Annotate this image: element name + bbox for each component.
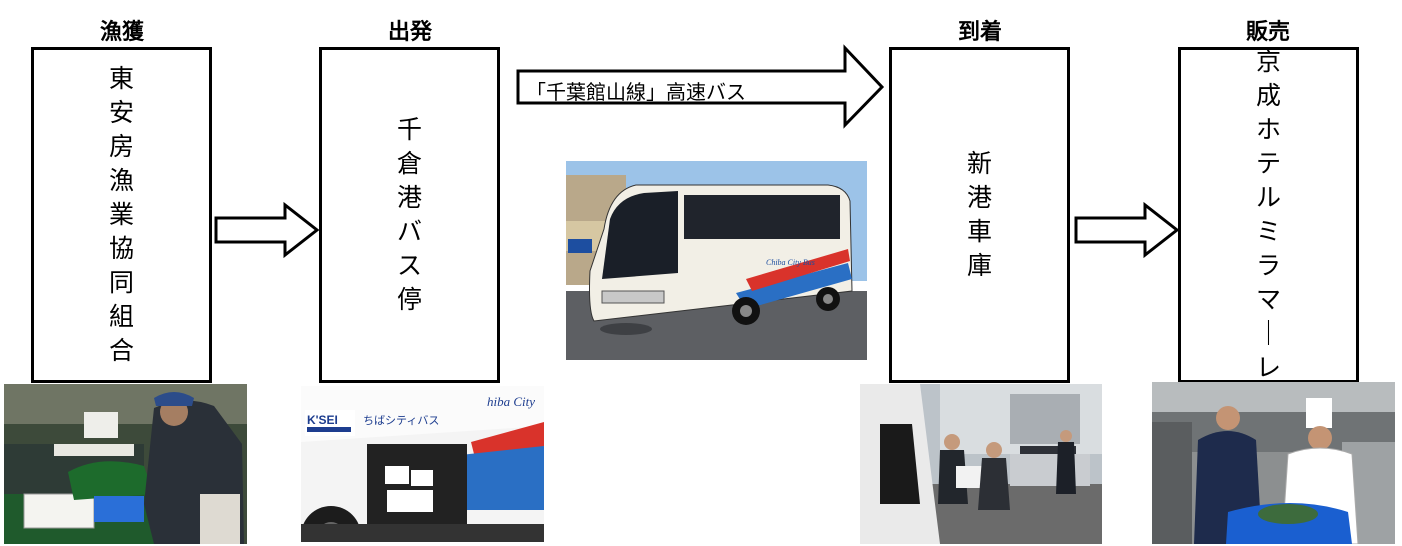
vertical-char: 組 (108, 302, 134, 331)
luggage-side-text: hiba City (487, 394, 535, 409)
unloading-photo (860, 384, 1102, 544)
vertical-char: 成 (1255, 81, 1281, 110)
bus-illustration: Chiba City Bus (589, 184, 853, 335)
vertical-char: ホ (1255, 115, 1281, 144)
stage-box-arrival: 新港車庫 (889, 47, 1070, 383)
stage-heading-sale: 販売 (1245, 20, 1290, 45)
stage-box-departure: 千倉港バス停 (319, 47, 500, 383)
vertical-char: ス (396, 251, 422, 280)
stage-box-catch: 東安房漁業協同組合 (31, 47, 212, 383)
vertical-char: レ (1255, 353, 1281, 382)
svg-text:K'SEI: K'SEI (307, 413, 338, 427)
vertical-char: 車 (966, 217, 992, 246)
kitchen-photo (1152, 382, 1395, 544)
stage-heading-departure: 出発 (387, 20, 432, 45)
stage-heading-arrival: 到着 (957, 20, 1002, 45)
vertical-char: 港 (966, 183, 992, 212)
stage-box-arrival-text: 新港車庫 (967, 147, 992, 283)
ksei-logo: K'SEI (305, 410, 355, 436)
vertical-char: 倉 (396, 149, 422, 178)
stage-box-sale-text: 京成ホテルミラマ ｜ レ (1256, 45, 1281, 385)
vertical-char: 房 (108, 132, 134, 161)
vertical-char: 合 (108, 336, 134, 365)
stage-box-sale: 京成ホテルミラマ ｜ レ (1178, 47, 1359, 383)
vertical-char: 京 (1255, 47, 1281, 76)
vertical-char: 停 (396, 285, 422, 314)
vertical-char: 東 (108, 64, 134, 93)
stage-heading-catch: 漁獲 (99, 20, 144, 45)
vertical-char: ミ (1255, 217, 1281, 246)
arrow-departure-to-arrival (516, 44, 885, 129)
luggage-bus-text: ちばシティバス (363, 414, 439, 427)
vertical-char: 庫 (966, 251, 992, 280)
vertical-char: 同 (108, 268, 134, 297)
vertical-char: テ (1255, 149, 1281, 178)
vertical-char: ｜ (1255, 319, 1281, 348)
vertical-char: 港 (396, 183, 422, 212)
vertical-char: 千 (396, 115, 422, 144)
stage-box-catch-text: 東安房漁業協同組合 (109, 62, 134, 368)
vertical-char: 新 (966, 149, 992, 178)
arrow-catch-to-departure (214, 201, 320, 259)
bus-brand-text: Chiba City Bus (766, 258, 815, 267)
bus-photo: Chiba City Bus (566, 161, 867, 360)
route-label: 「千葉館山線」高速バス (526, 80, 746, 104)
stage-box-departure-text: 千倉港バス停 (397, 113, 422, 317)
vertical-char: 業 (108, 200, 134, 229)
vertical-char: ル (1255, 183, 1281, 212)
vertical-char: マ (1255, 285, 1281, 314)
luggage-photo: K'SEI ちばシティバス hiba City (301, 386, 544, 542)
vertical-char: バ (396, 217, 422, 246)
vertical-char: 漁 (108, 166, 134, 195)
catch-photo (4, 384, 247, 544)
arrow-arrival-to-sale (1074, 201, 1180, 259)
vertical-char: 安 (108, 98, 134, 127)
vertical-char: 協 (108, 234, 134, 263)
vertical-char: ラ (1255, 251, 1281, 280)
